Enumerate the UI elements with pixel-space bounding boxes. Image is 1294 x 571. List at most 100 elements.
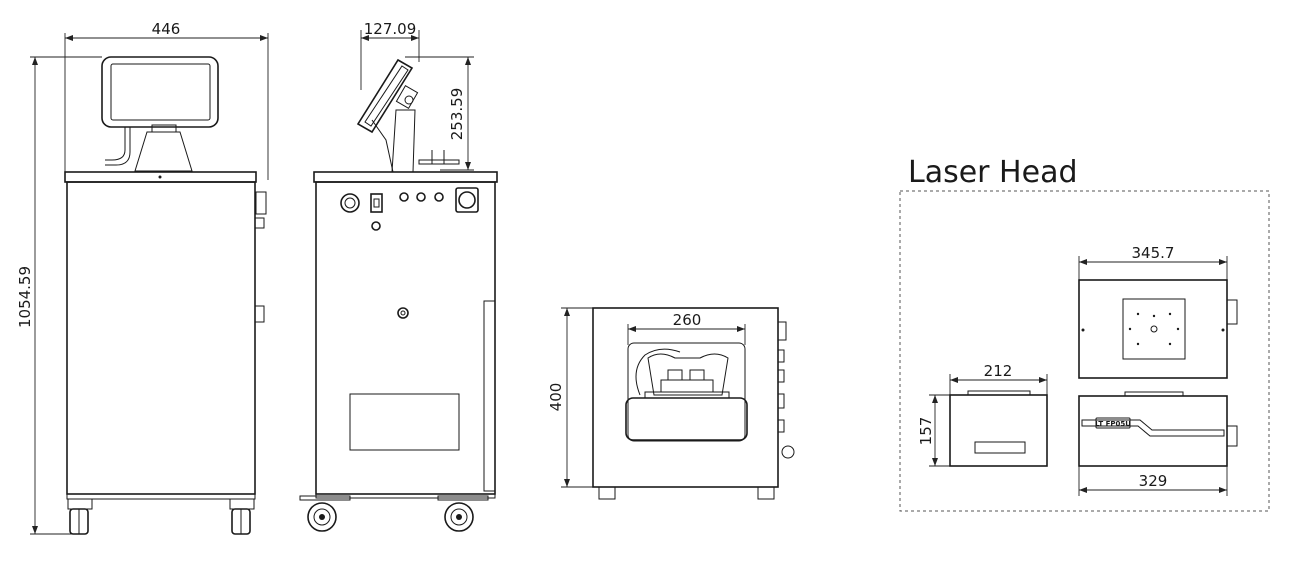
connector-3 — [434, 192, 444, 202]
laser-head-front-view — [1078, 395, 1228, 467]
dim-top-width: 345.7 — [1132, 244, 1175, 262]
dim-side-width: 212 — [984, 362, 1013, 380]
arrow-right — [260, 35, 268, 41]
dim-unit-height: 400 — [547, 383, 565, 412]
side-wheel-left — [307, 502, 337, 532]
cabinet-dot — [158, 175, 162, 179]
dim-front-width: 446 — [152, 20, 181, 38]
arrow-side-top — [932, 395, 938, 403]
side-fitting-2 — [254, 217, 265, 229]
fan-knob-inner — [400, 310, 406, 316]
side-wheel-right-hub — [450, 508, 468, 526]
laser-head-panel: Laser Head 345.7 212 — [899, 155, 1270, 512]
hinge-bolt — [404, 95, 414, 105]
unit-bracket — [647, 353, 729, 396]
unit-clamp-1 — [667, 369, 683, 381]
arrow-bottom — [32, 526, 38, 534]
connector-port-ring — [458, 191, 476, 209]
caster-bracket-right — [437, 495, 489, 501]
dim-side-screen-height: 253.59 — [448, 88, 466, 141]
mount-hole-5 — [1152, 314, 1156, 318]
arrow-bottom-right — [1219, 487, 1227, 493]
unit-cable — [635, 348, 681, 396]
arrow-side-left — [950, 377, 958, 383]
arrow-inner-right — [737, 326, 745, 332]
top-view-connector — [1226, 299, 1238, 325]
monitor-cable — [105, 127, 126, 161]
unit-side-port-4 — [777, 393, 785, 409]
laser-head-side-view — [949, 394, 1048, 467]
power-switch — [370, 193, 383, 213]
connector-1 — [399, 192, 409, 202]
unit-side-knob — [781, 445, 795, 459]
tilted-monitor-inner — [364, 65, 409, 127]
top-unit-view: 260 400 — [547, 307, 795, 500]
side-view-window — [974, 441, 1026, 454]
arrow-side-right — [1039, 377, 1047, 383]
connector-port — [455, 187, 479, 213]
dim-unit-inner-width: 260 — [673, 311, 702, 329]
side-fitting-1 — [255, 191, 267, 215]
side-wheel-left-hub — [313, 508, 331, 526]
monitor-stand — [134, 131, 193, 172]
mount-hole-1 — [1136, 312, 1140, 316]
label-strip — [1081, 419, 1225, 437]
arrow-top — [32, 57, 38, 65]
front-view-connector — [1226, 425, 1238, 447]
mount-hole-6 — [1128, 327, 1132, 331]
laser-head-top-view — [1078, 279, 1228, 379]
side-wheel-right — [444, 502, 474, 532]
arrow-unit-top — [564, 308, 570, 316]
unit-foot-right — [757, 486, 775, 500]
key-switch — [371, 221, 381, 231]
mount-plate — [1122, 298, 1186, 360]
unit-laser-top — [644, 391, 730, 399]
front-view: 446 1054.59 — [16, 20, 269, 535]
mount-hole-3 — [1136, 342, 1140, 346]
mount-plate-center — [1150, 325, 1158, 333]
unit-window — [627, 342, 746, 442]
label-plate-box — [1095, 417, 1131, 429]
dim-bottom-width: 329 — [1139, 472, 1168, 490]
mount-hole-4 — [1168, 342, 1172, 346]
label-plate-text: LT FP05U — [1095, 420, 1131, 428]
caster-mount-left — [67, 498, 93, 510]
side-cabinet-body — [315, 181, 496, 495]
connector-2 — [416, 192, 426, 202]
arrow-screen-bottom — [465, 162, 471, 170]
arrow-offset-left — [361, 35, 369, 41]
vent-panel — [349, 393, 460, 451]
side-stand — [391, 109, 416, 173]
unit-laser-head — [625, 397, 748, 441]
arrow-top-left — [1079, 259, 1087, 265]
handle-bar — [418, 159, 460, 165]
cabinet-body — [66, 181, 256, 495]
monitor-mount — [151, 124, 177, 133]
side-wheel-left-axle — [319, 514, 325, 520]
side-cable — [371, 119, 394, 173]
mount-hole-2 — [1168, 312, 1172, 316]
cabinet-base — [66, 493, 256, 500]
laser-head-title: Laser Head — [908, 155, 1078, 190]
arrow-offset-right — [411, 35, 419, 41]
arrow-bottom-left — [1079, 487, 1087, 493]
arrow-unit-bottom — [564, 479, 570, 487]
mount-hole-7 — [1176, 327, 1180, 331]
unit-mount — [660, 379, 714, 393]
side-wheel-right-axle — [456, 514, 462, 520]
power-socket-inner — [344, 197, 356, 209]
unit-side-port-2 — [777, 349, 785, 363]
side-fitting-3 — [254, 305, 265, 323]
unit-foot-left — [598, 486, 616, 500]
caster-bracket-left — [299, 495, 351, 501]
arrow-inner-left — [628, 326, 636, 332]
caster-mount-right — [229, 498, 255, 510]
monitor-cable-2 — [105, 127, 131, 166]
arrow-side-bottom — [932, 458, 938, 466]
side-cabinet-top — [313, 171, 498, 183]
unit-side-port-3 — [777, 369, 785, 383]
top-view-dot-right — [1221, 328, 1225, 332]
dim-side-height: 157 — [917, 417, 935, 446]
dim-side-screen-offset: 127.09 — [364, 20, 417, 38]
